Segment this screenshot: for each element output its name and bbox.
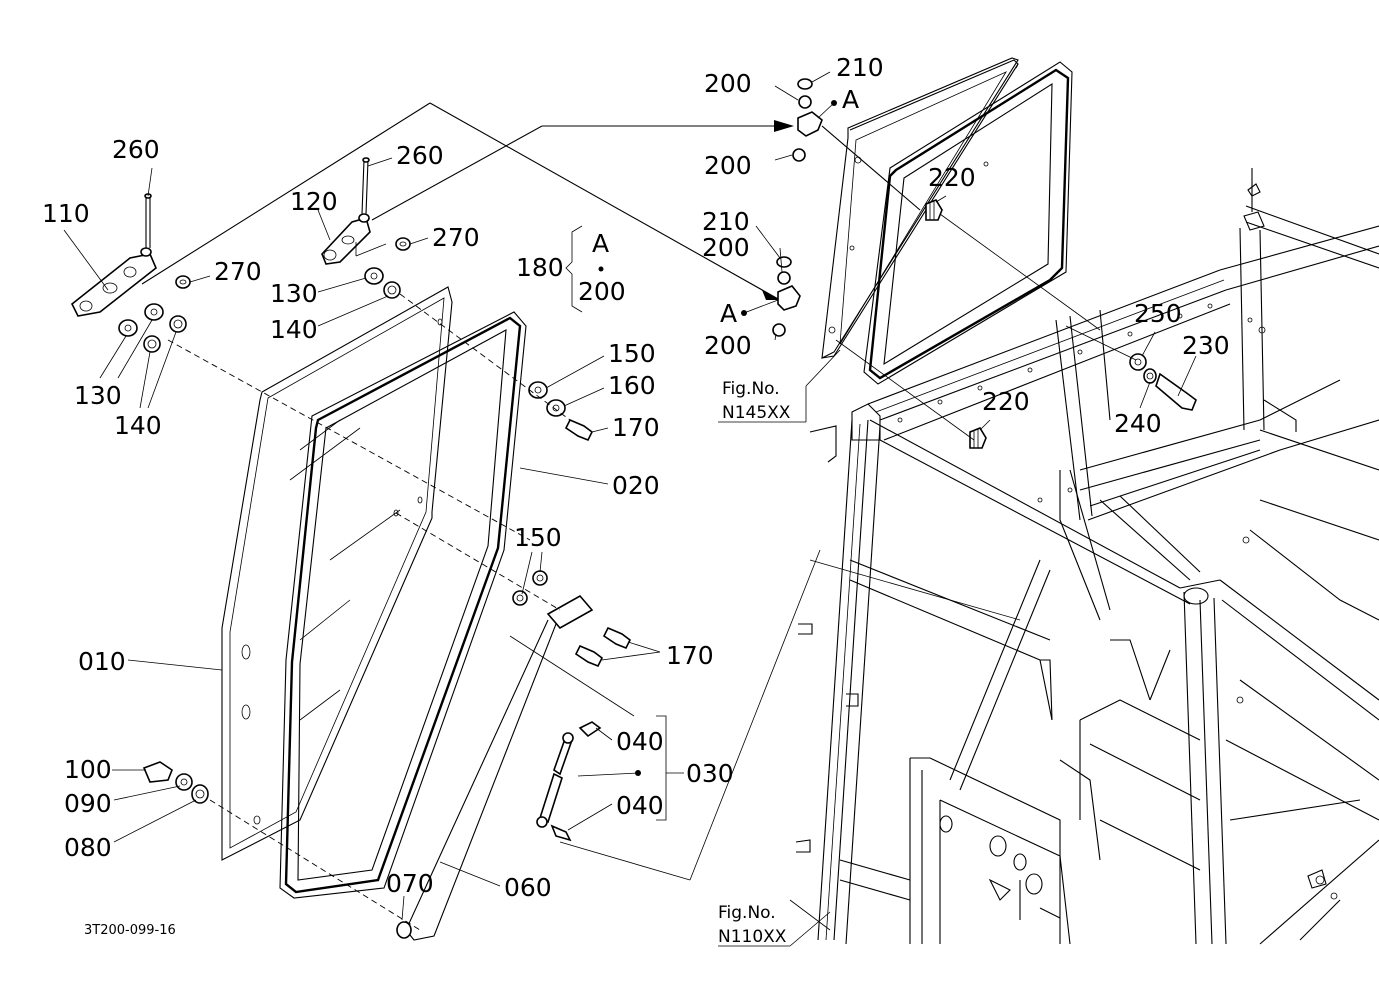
label-130-left: 130 bbox=[74, 381, 122, 410]
rod-060 bbox=[396, 619, 557, 941]
label-030: 030 bbox=[686, 759, 734, 788]
cab-frame bbox=[789, 168, 1379, 945]
washers-130-140-left bbox=[118, 275, 191, 353]
label-250: 250 bbox=[1134, 299, 1182, 328]
fasteners-080-090-100 bbox=[142, 761, 209, 804]
label-230: 230 bbox=[1182, 331, 1230, 360]
label-070: 070 bbox=[386, 869, 434, 898]
gas-spring-030 bbox=[536, 721, 602, 842]
label-150-upper: 150 bbox=[608, 339, 656, 368]
door-glass-010 bbox=[221, 286, 453, 861]
label-170-lower: 170 bbox=[666, 641, 714, 670]
fig-ref-code-2: N110XX bbox=[718, 927, 787, 947]
fasteners-150-170-lower bbox=[512, 570, 632, 668]
label-240: 240 bbox=[1114, 409, 1162, 438]
rear-window bbox=[718, 57, 1073, 423]
bracket-180 bbox=[565, 225, 604, 313]
label-110: 110 bbox=[42, 199, 90, 228]
label-100: 100 bbox=[64, 755, 112, 784]
left-leader-lines bbox=[63, 102, 821, 931]
label-170-upper: 170 bbox=[612, 413, 660, 442]
label-ref-a-top: A bbox=[842, 85, 859, 114]
label-180: 180 bbox=[516, 253, 564, 282]
label-260-left: 260 bbox=[112, 135, 160, 164]
washers-130-140-right bbox=[364, 237, 411, 299]
right-leader-lines bbox=[718, 911, 831, 947]
fasteners-150-160-170-upper bbox=[528, 381, 594, 442]
label-080: 080 bbox=[64, 833, 112, 862]
label-210-top: 210 bbox=[836, 53, 884, 82]
label-200-mid: 200 bbox=[702, 233, 750, 262]
label-200-top-lower: 200 bbox=[704, 151, 752, 180]
bushings-220 bbox=[835, 195, 1101, 449]
label-140-right: 140 bbox=[270, 315, 318, 344]
label-ref-a-180: A bbox=[592, 229, 609, 258]
label-090: 090 bbox=[64, 789, 112, 818]
label-150-lower: 150 bbox=[514, 523, 562, 552]
label-200-180: 200 bbox=[578, 277, 626, 306]
label-140-left: 140 bbox=[114, 411, 162, 440]
door-seal-020 bbox=[279, 311, 527, 899]
part-labels: 260 260 110 120 270 270 130 140 130 140 … bbox=[42, 53, 1230, 947]
label-200-top: 200 bbox=[704, 69, 752, 98]
fig-ref-label-1: Fig.No. bbox=[722, 379, 780, 399]
label-020: 020 bbox=[612, 471, 660, 500]
label-210-mid: 210 bbox=[702, 207, 750, 236]
label-200-bottom: 200 bbox=[704, 331, 752, 360]
label-120: 120 bbox=[290, 187, 338, 216]
bolt-230-washers bbox=[1065, 325, 1197, 411]
label-270-right: 270 bbox=[432, 223, 480, 252]
label-130-right: 130 bbox=[270, 279, 318, 308]
fig-ref-label-2: Fig.No. bbox=[718, 903, 776, 923]
drawing-code: 3T200-099-16 bbox=[84, 923, 176, 938]
hinge-110 bbox=[70, 193, 157, 317]
label-270-left: 270 bbox=[214, 257, 262, 286]
pivot-assembly-lower bbox=[741, 225, 801, 341]
label-010: 010 bbox=[78, 647, 126, 676]
hinge-120 bbox=[321, 157, 387, 265]
label-260-right: 260 bbox=[396, 141, 444, 170]
label-040-upper: 040 bbox=[616, 727, 664, 756]
label-040-lower: 040 bbox=[616, 791, 664, 820]
label-060: 060 bbox=[504, 873, 552, 902]
fig-ref-code-1: N145XX bbox=[722, 403, 791, 423]
label-ref-a-mid: A bbox=[720, 299, 737, 328]
pivot-assembly-upper bbox=[774, 71, 837, 162]
label-220-lower: 220 bbox=[982, 387, 1030, 416]
label-160: 160 bbox=[608, 371, 656, 400]
label-220-upper: 220 bbox=[928, 163, 976, 192]
